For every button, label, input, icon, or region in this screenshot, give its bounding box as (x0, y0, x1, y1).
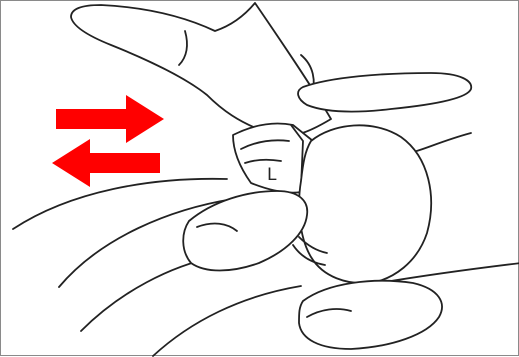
twist-direction-arrows (52, 95, 164, 187)
right-thumb (293, 125, 431, 283)
bottom-thumb (299, 281, 442, 349)
arrow-right-icon (56, 95, 164, 143)
arrow-left-icon (52, 139, 160, 187)
lower-finger (183, 191, 307, 271)
side-marking-label: L (267, 165, 277, 185)
